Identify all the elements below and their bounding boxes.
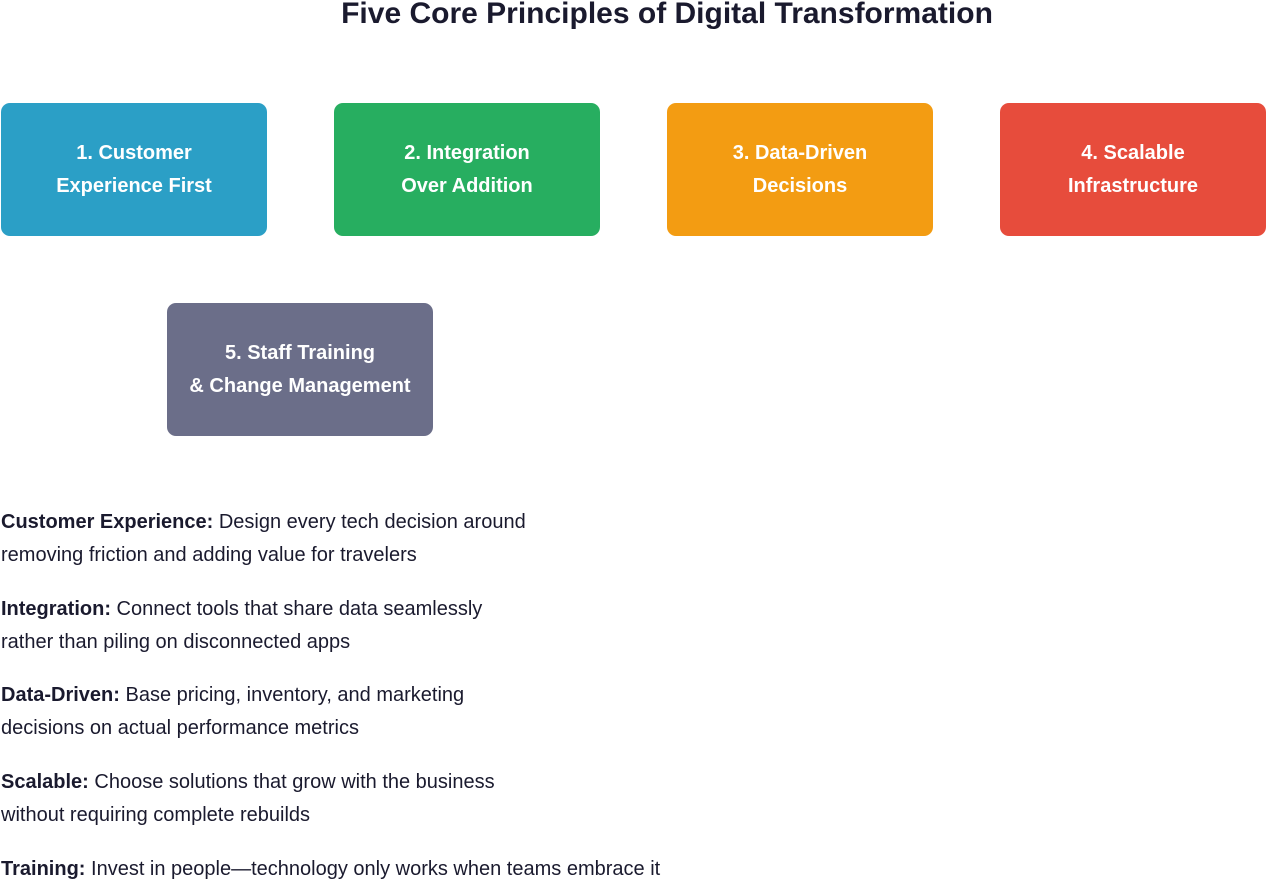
description-training: Training: Invest in people—technology on… <box>1 853 660 886</box>
description-line1: Integration: Connect tools that share da… <box>1 593 482 626</box>
description-line2: removing friction and adding value for t… <box>1 544 417 566</box>
description-data-driven: Data-Driven: Base pricing, inventory, an… <box>1 679 464 745</box>
principle-label-line1: 5. Staff Training <box>224 341 376 364</box>
description-text: Design every tech decision around <box>213 511 526 533</box>
description-text: Choose solutions that grow with the busi… <box>88 771 495 793</box>
description-text: Invest in people—technology only works w… <box>85 858 661 880</box>
principle-label-line2: & Change Management <box>189 374 411 397</box>
principle-label-line1: 3. Data-Driven <box>732 141 868 164</box>
description-customer-experience: Customer Experience: Design every tech d… <box>1 506 526 572</box>
description-line1: Scalable: Choose solutions that grow wit… <box>1 766 495 799</box>
description-line2: decisions on actual performance metrics <box>1 717 359 739</box>
description-text: Connect tools that share data seamlessly <box>111 598 483 620</box>
description-line2: rather than piling on disconnected apps <box>1 631 351 653</box>
principle-label-line2: Over Addition <box>401 174 533 197</box>
description-integration: Integration: Connect tools that share da… <box>1 593 482 659</box>
principle-box-staff-training: 5. Staff Training & Change Management <box>167 303 433 436</box>
principle-box-customer-experience: 1. Customer Experience First <box>1 103 267 236</box>
description-line1: Customer Experience: Design every tech d… <box>1 506 526 539</box>
description-scalable: Scalable: Choose solutions that grow wit… <box>1 766 495 832</box>
principle-label-line2: Infrastructure <box>1067 174 1199 197</box>
description-label: Customer Experience: <box>1 511 214 533</box>
description-line1: Training: Invest in people—technology on… <box>1 853 660 886</box>
description-label: Scalable: <box>1 771 89 793</box>
description-label: Data-Driven: <box>1 684 120 706</box>
principle-label-line1: 4. Scalable <box>1081 141 1185 164</box>
principle-box-integration: 2. Integration Over Addition <box>334 103 600 236</box>
principle-label-line1: 1. Customer <box>76 141 192 164</box>
description-label: Training: <box>1 858 86 880</box>
principle-box-scalable: 4. Scalable Infrastructure <box>1000 103 1266 236</box>
principle-label-line1: 2. Integration <box>404 141 530 164</box>
description-line2: without requiring complete rebuilds <box>1 804 311 826</box>
description-label: Integration: <box>1 598 111 620</box>
principle-label-line2: Experience First <box>56 174 212 197</box>
principle-label-line2: Decisions <box>752 174 848 197</box>
principle-box-data-driven: 3. Data-Driven Decisions <box>667 103 933 236</box>
diagram-title: Five Core Principles of Digital Transfor… <box>341 0 993 30</box>
description-line1: Data-Driven: Base pricing, inventory, an… <box>1 679 464 712</box>
description-text: Base pricing, inventory, and marketing <box>119 684 465 706</box>
